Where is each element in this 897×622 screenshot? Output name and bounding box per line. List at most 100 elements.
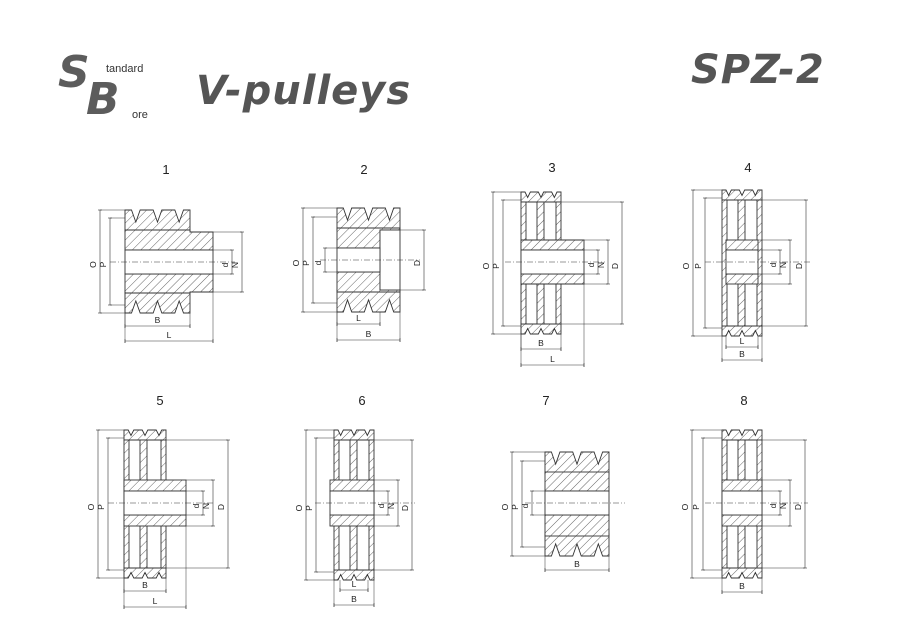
dimension-label: O: [680, 503, 690, 510]
dimension-label: L: [153, 596, 158, 606]
hub-bottom: [123, 514, 187, 527]
grooved-rim-bottom: [544, 533, 610, 557]
dimension-label: O: [294, 504, 304, 511]
dimension-label: D: [216, 504, 226, 510]
dimension-label: L: [740, 336, 745, 346]
grooved-rim-top: [124, 209, 191, 233]
hub-bottom: [721, 514, 763, 527]
hub-section-bottom: [124, 273, 214, 294]
dimension-label: P: [491, 263, 501, 269]
grooved-rim-top: [721, 189, 763, 201]
grooved-rim-bottom: [721, 325, 763, 337]
figure-number-2: 2: [360, 162, 367, 177]
dimension-label: O: [500, 503, 510, 510]
dimension-label: P: [301, 260, 311, 266]
page-title: V-pulleys: [196, 68, 411, 114]
grooved-rim-bottom: [333, 569, 375, 581]
dimension-label: d: [191, 503, 201, 508]
hub-top: [329, 479, 375, 492]
figure-number-8: 8: [740, 393, 747, 408]
hub-top: [725, 239, 759, 251]
grooved-rim-top: [333, 429, 375, 441]
grooved-rim-bottom: [721, 567, 763, 579]
dimension-label: N: [778, 503, 788, 509]
dimension-label: O: [88, 261, 98, 268]
hub-bottom: [329, 514, 375, 527]
dimension-label: N: [778, 262, 788, 268]
dimension-label: N: [386, 503, 396, 509]
dimension-label: P: [98, 261, 108, 267]
hub-bottom: [520, 273, 585, 285]
dimension-label: B: [538, 338, 544, 348]
grooved-rim-bottom: [124, 290, 191, 314]
dimension-label: P: [693, 263, 703, 269]
dimension-label: D: [794, 263, 804, 269]
grooved-rim-top: [544, 451, 610, 475]
dimension-label: D: [793, 504, 803, 510]
dimension-label: d: [586, 262, 596, 267]
logo-letter-b: B: [86, 74, 120, 125]
series-code: SPZ-2: [691, 47, 825, 93]
dimension-label: O: [291, 259, 301, 266]
dimension-label: d: [768, 503, 778, 508]
dimension-label: d: [520, 503, 530, 508]
dimension-label: N: [230, 262, 240, 268]
dimension-label: D: [412, 260, 422, 266]
logo-bore-text: ore: [132, 109, 148, 121]
figure-number-4: 4: [744, 160, 751, 175]
hub-top: [123, 479, 187, 492]
hub-bottom: [725, 273, 759, 285]
grooved-rim-bottom: [336, 289, 401, 313]
dimension-label: B: [574, 559, 580, 569]
figure-number-5: 5: [156, 393, 163, 408]
figure-number-3: 3: [548, 160, 555, 175]
logo-standard-text: tandard: [106, 63, 143, 75]
dimension-label: L: [356, 313, 361, 323]
dimension-label: O: [86, 503, 96, 510]
dimension-label: d: [376, 503, 386, 508]
dimension-label: O: [481, 262, 491, 269]
hub-top: [721, 479, 763, 492]
dimension-label: P: [510, 504, 520, 510]
grooved-rim-top: [520, 191, 562, 203]
sb-logo: S B tandard ore: [58, 47, 148, 125]
dimension-label: N: [201, 503, 211, 509]
dimension-label: P: [304, 505, 314, 511]
dimension-label: B: [155, 315, 161, 325]
dimension-label: D: [400, 505, 410, 511]
dimension-label: D: [610, 263, 620, 269]
dimension-label: B: [142, 580, 148, 590]
dimension-label: B: [739, 581, 745, 591]
grooved-rim-top: [336, 207, 401, 231]
dimension-label: d: [220, 262, 230, 267]
dimension-label: B: [739, 349, 745, 359]
grooved-rim-bottom: [123, 567, 167, 579]
dimension-label: L: [352, 579, 357, 589]
grooved-rim-top: [721, 429, 763, 441]
disc-bottom: [544, 514, 610, 537]
hub-section-top: [124, 229, 214, 251]
figure-number-7: 7: [542, 393, 549, 408]
dimension-label: L: [550, 354, 555, 364]
logo-letter-s: S: [58, 47, 90, 98]
dimension-label: L: [167, 330, 172, 340]
dimension-label: d: [768, 262, 778, 267]
disc-top: [544, 471, 610, 492]
grooved-rim-bottom: [520, 323, 562, 335]
dimension-label: B: [351, 594, 357, 604]
hub-top: [520, 239, 585, 251]
dimension-label: B: [366, 329, 372, 339]
dimension-label: N: [596, 262, 606, 268]
dimension-label: P: [96, 504, 106, 510]
dimension-label: P: [691, 504, 701, 510]
figure-number-6: 6: [358, 393, 365, 408]
